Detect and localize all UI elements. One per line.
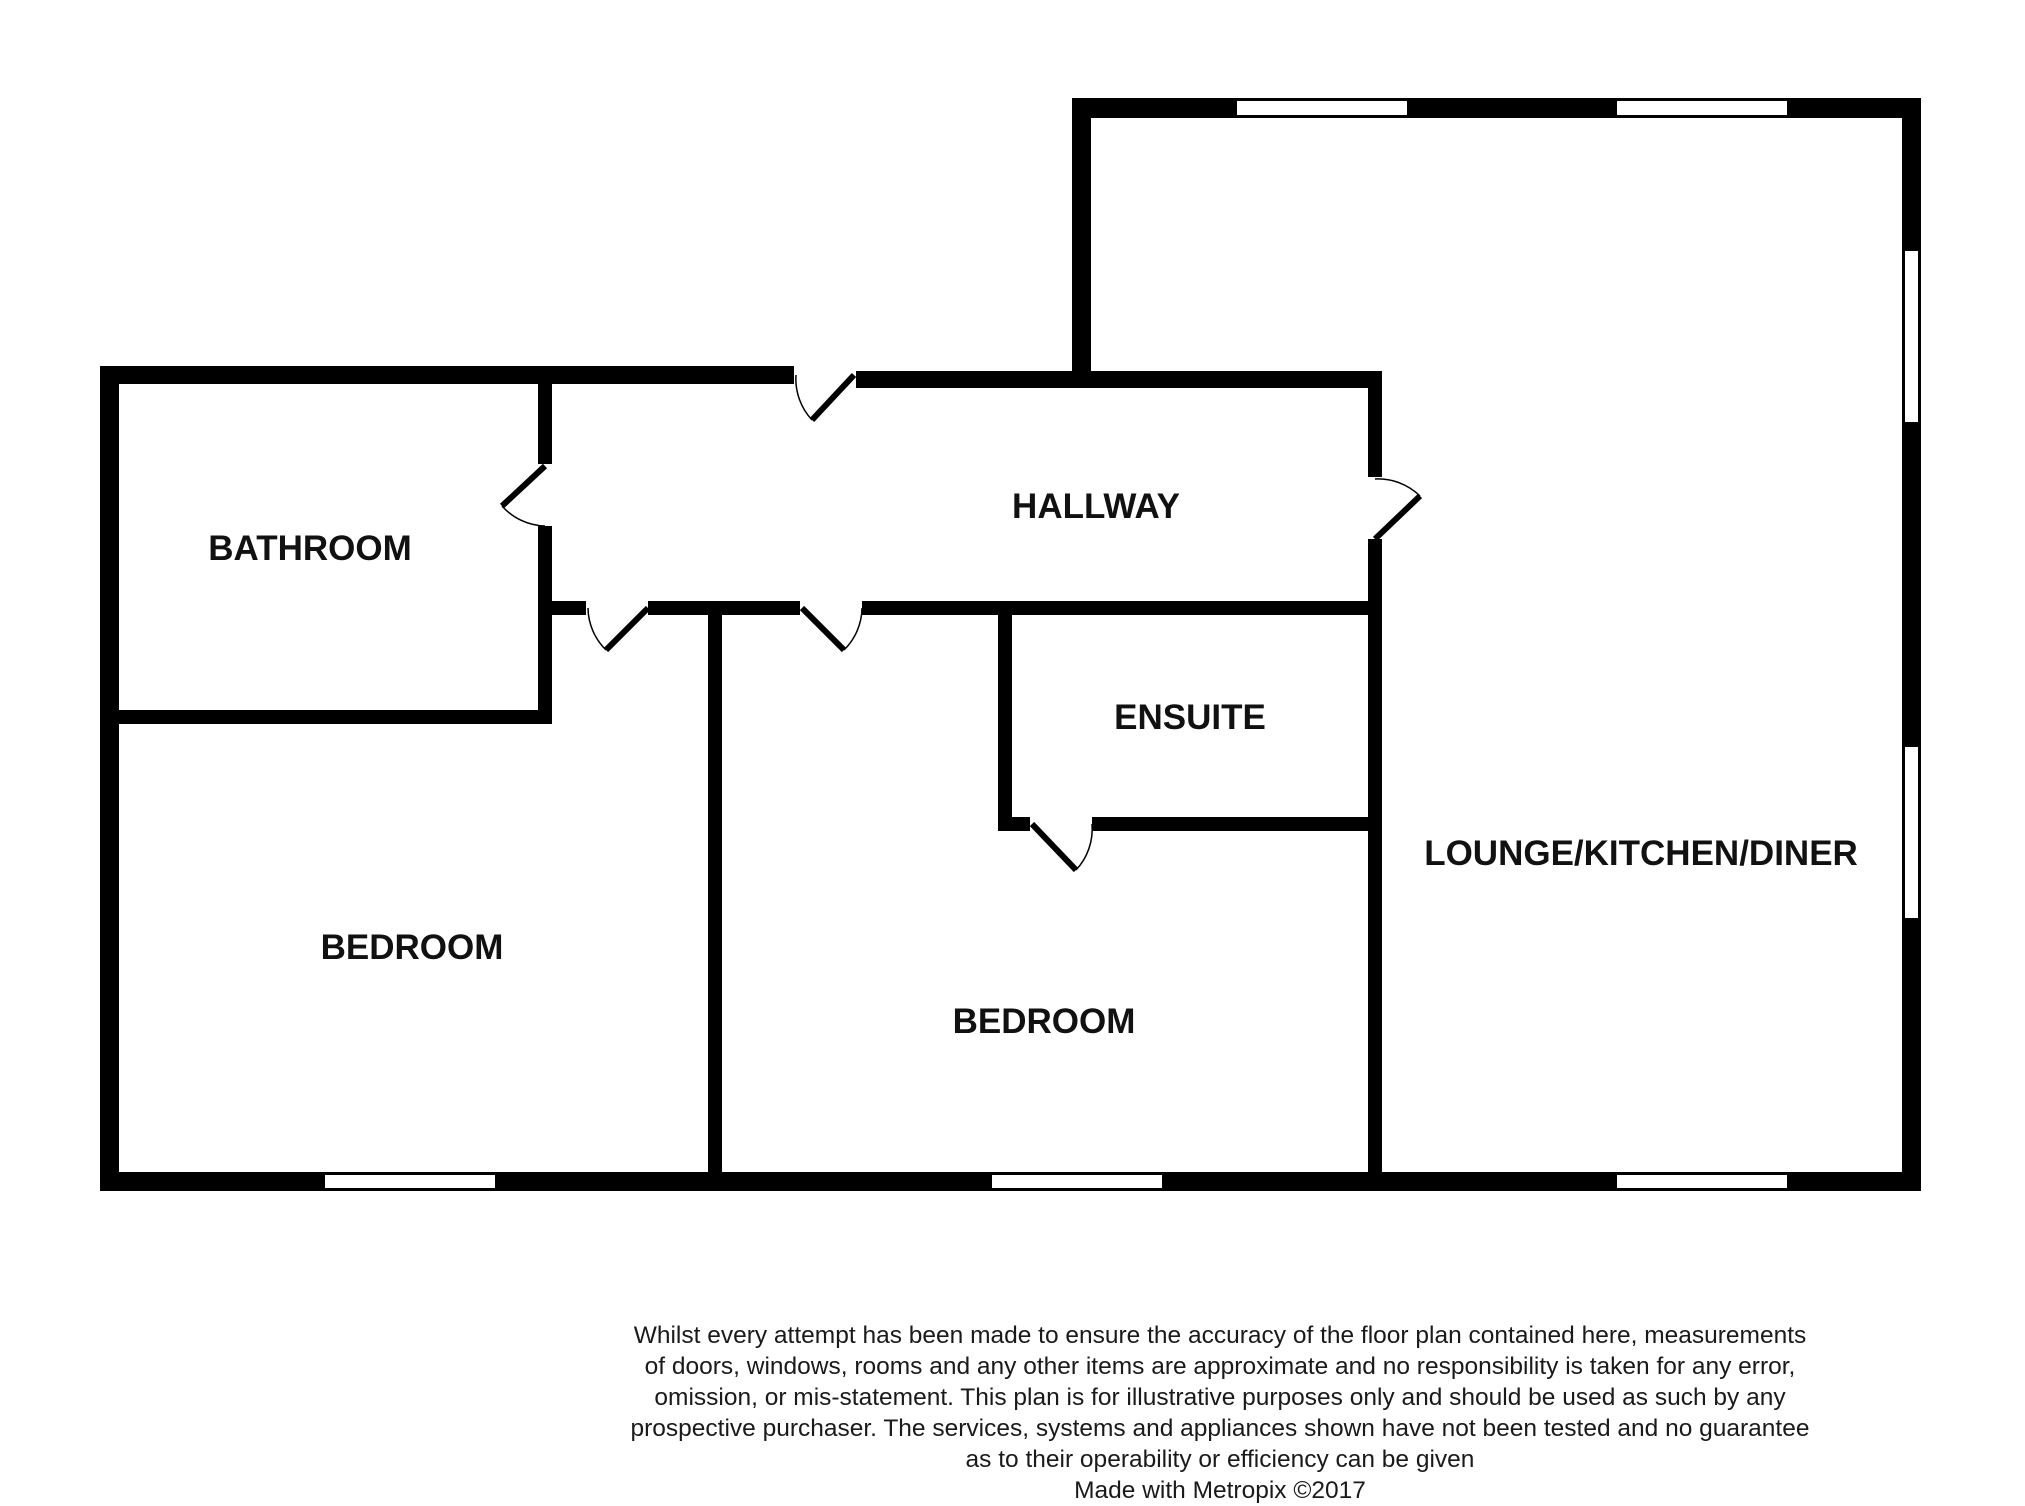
wall-ensuite-bottom-a — [998, 817, 1030, 831]
wall-hall-bottom-b — [648, 601, 800, 615]
disclaimer-credit: Made with Metropix ©2017 — [1074, 1477, 1366, 1504]
wall-top-left — [100, 366, 794, 384]
wall-bathroom-right-upper — [538, 366, 552, 464]
window-lounge-top-2 — [1615, 99, 1789, 117]
wall-ensuite-left — [998, 608, 1012, 831]
door-entrance — [794, 366, 857, 423]
room-label-lounge: LOUNGE/KITCHEN/DINER — [1424, 834, 1858, 873]
door-bedroom-2 — [799, 605, 863, 653]
room-label-bathroom: BATHROOM — [208, 529, 412, 568]
door-bedroom-1 — [587, 605, 651, 653]
wall-hall-bottom-a — [552, 601, 586, 615]
wall-top-lounge — [1072, 98, 1921, 118]
doors — [499, 366, 1423, 873]
window-lounge-bottom — [1615, 1173, 1789, 1190]
disclaimer-line: omission, or mis-statement. This plan is… — [654, 1384, 1786, 1411]
wall-lounge-left-lower — [1368, 539, 1382, 1191]
disclaimer-line: as to their operability or efficiency ca… — [965, 1446, 1475, 1473]
windows — [323, 99, 1920, 1190]
door-lounge — [1372, 478, 1423, 542]
wall-top-hall — [856, 371, 1381, 388]
wall-lounge-left-upper — [1368, 371, 1382, 477]
room-label-bedroom-1: BEDROOM — [321, 928, 504, 967]
room-label-ensuite: ENSUITE — [1114, 698, 1266, 737]
wall-left — [100, 366, 119, 1191]
wall-bathroom-right-lower — [538, 526, 552, 724]
window-lounge-right-1 — [1903, 249, 1920, 424]
room-label-bedroom-2: BEDROOM — [953, 1002, 1136, 1041]
room-labels: BATHROOM HALLWAY BEDROOM ENSUITE BEDROOM… — [208, 487, 1858, 1041]
disclaimer: Whilst every attempt has been made to en… — [520, 1320, 1920, 1506]
wall-hall-bottom-c — [862, 601, 1382, 615]
door-bathroom — [499, 463, 548, 527]
wall-lounge-step — [1072, 98, 1091, 388]
wall-ensuite-bottom-b — [1092, 817, 1382, 831]
disclaimer-line: of doors, windows, rooms and any other i… — [644, 1353, 1796, 1380]
window-bedroom2-bottom — [990, 1173, 1164, 1190]
window-lounge-top-1 — [1235, 99, 1409, 117]
wall-bathroom-bottom — [100, 710, 552, 724]
disclaimer-line: prospective purchaser. The services, sys… — [630, 1415, 1810, 1442]
wall-bedrooms-divider — [708, 608, 722, 1191]
room-label-hallway: HALLWAY — [1012, 487, 1180, 526]
door-ensuite — [1029, 821, 1093, 873]
window-bedroom1-bottom — [323, 1173, 497, 1190]
disclaimer-line: Whilst every attempt has been made to en… — [633, 1322, 1807, 1349]
window-lounge-right-2 — [1903, 745, 1920, 920]
